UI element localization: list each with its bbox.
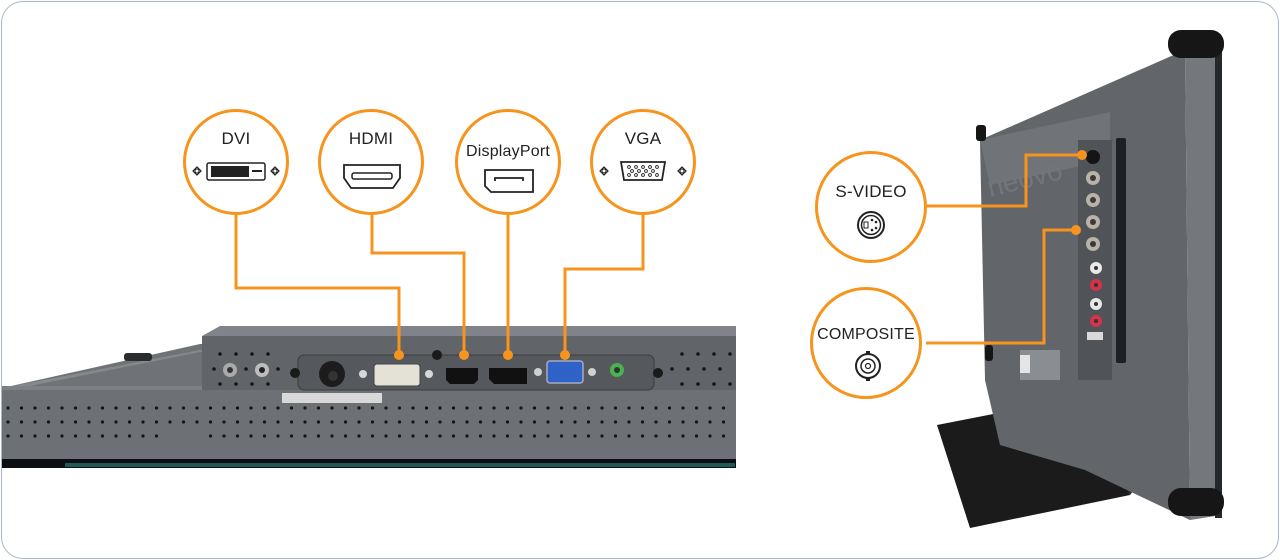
monitor-side-view: neovo (926, 30, 1224, 528)
s-video-pointer-dot (1077, 150, 1087, 160)
displayport-icon (484, 169, 534, 193)
dvi-pointer-dot (394, 350, 404, 360)
callout-label: VGA (624, 129, 662, 148)
callout-vga: VGA (590, 109, 696, 215)
hdmi-pointer-dot (459, 350, 469, 360)
foot (124, 353, 152, 361)
dvi-port (373, 363, 421, 387)
composite-pointer-dot (1071, 225, 1081, 235)
callout-label: HDMI (348, 129, 394, 148)
s-video-port (1086, 150, 1100, 164)
label-sticker (282, 393, 382, 403)
callout-dvi: DVI (183, 109, 289, 215)
callout-label: DisplayPort (465, 143, 550, 160)
front-vents (6, 406, 726, 438)
callout-lines (234, 214, 645, 355)
vga-port (546, 360, 584, 384)
displayport-pointer-dot (503, 350, 513, 360)
bnc-composite-port-icon (855, 351, 881, 381)
callout-s-video: S-VIDEO (815, 151, 927, 263)
usb-port (1087, 332, 1103, 340)
callout-label: DVI (221, 129, 251, 148)
callout-hdmi: HDMI (318, 109, 424, 215)
vga-pointer-dot (560, 350, 570, 360)
displayport-port (489, 368, 527, 384)
callout-displayport: DisplayPort (455, 109, 561, 215)
callout-composite: COMPOSITE (810, 287, 922, 399)
callout-label: COMPOSITE (817, 326, 915, 343)
monitor-side-edge (1185, 45, 1222, 520)
s-video-port-icon (857, 211, 885, 239)
corner-bumper (1168, 30, 1224, 58)
hdmi-port-icon (343, 164, 401, 189)
callout-label: S-VIDEO (835, 182, 907, 201)
dvi-port-icon (192, 162, 280, 181)
vga-port-icon (599, 161, 687, 181)
hdmi-port (446, 368, 478, 384)
corner-bumper (1168, 488, 1224, 516)
monitor-bottom-view (2, 214, 736, 468)
